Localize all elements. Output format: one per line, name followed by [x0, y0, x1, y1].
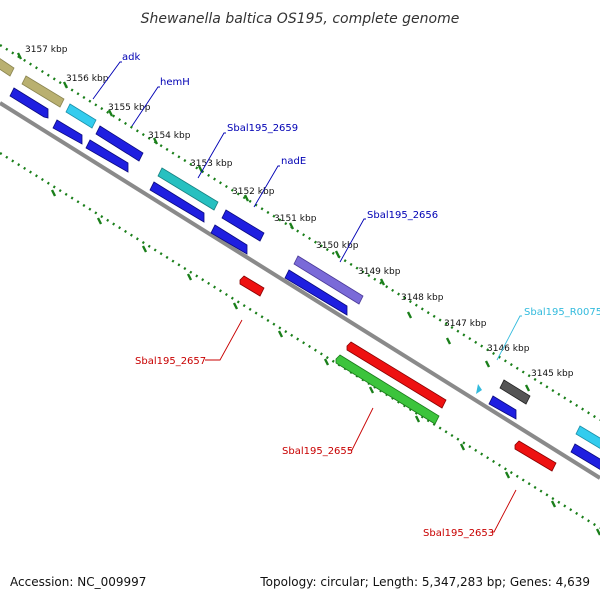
map-title: Shewanella baltica OS195, complete genom…	[141, 11, 460, 27]
gene-label-sbal195-2655[interactable]: Sbal195_2655	[282, 446, 353, 457]
gene-sbal195-2655-feature[interactable]	[335, 354, 440, 425]
gene-label-sbal195-2659[interactable]: Sbal195_2659	[227, 123, 298, 134]
gene-label-hemH[interactable]: hemH	[160, 77, 190, 88]
gene-label-sbal195-r0075[interactable]: Sbal195_R0075	[524, 307, 600, 318]
ruler-label: 3150 kbp	[316, 241, 359, 251]
ruler-label: 3153 kbp	[190, 159, 233, 169]
gene-labels: adk hemH Sbal195_2659 nadE Sbal195_2656 …	[122, 52, 600, 539]
gene-label-sbal195-2653[interactable]: Sbal195_2653	[423, 528, 494, 539]
gene-label-nadE[interactable]: nadE	[281, 156, 306, 167]
leader-sbal195-2655	[348, 407, 374, 451]
gene-label-adk[interactable]: adk	[122, 52, 140, 63]
forward-features-outer	[0, 52, 600, 452]
gene-feature[interactable]	[284, 269, 348, 316]
ruler-label: 3157 kbp	[25, 45, 68, 55]
ruler-ticks-inner	[50, 189, 600, 536]
gene-feature[interactable]	[9, 87, 49, 119]
gene-feature[interactable]	[52, 119, 83, 145]
leader-nadE	[253, 165, 280, 208]
leader-sbal195-2659	[197, 132, 226, 179]
gene-feature[interactable]	[488, 395, 517, 420]
ruler-label: 3152 kbp	[232, 187, 275, 197]
gene-label-sbal195-2657[interactable]: Sbal195_2657	[135, 356, 206, 367]
ruler-label: 3155 kbp	[108, 103, 151, 113]
reverse-features	[239, 275, 557, 472]
ruler-labels: 3157 kbp 3156 kbp 3155 kbp 3154 kbp 3153…	[25, 45, 574, 379]
gene-feature[interactable]	[499, 379, 531, 405]
ruler-ticks-outer	[16, 52, 531, 392]
gene-sbal195-2653-feature-upper[interactable]	[346, 341, 447, 409]
leader-sbal195-r0075	[496, 315, 522, 361]
leader-sbal195-2653	[492, 489, 517, 533]
gene-nadE-feature[interactable]	[221, 209, 265, 242]
forward-features-inner	[9, 87, 600, 473]
ruler-label: 3156 kbp	[66, 74, 109, 84]
gene-sbal195-r0075-feature	[476, 384, 482, 394]
leader-sbal195-2656	[339, 218, 366, 263]
leader-hemH	[131, 86, 160, 127]
genome-summary: Topology: circular; Length: 5,347,283 bp…	[260, 575, 590, 589]
accession-label: Accession: NC_009997	[10, 575, 147, 589]
gene-hemH-feature[interactable]	[95, 125, 144, 162]
gene-feature[interactable]	[575, 425, 600, 452]
ruler-label: 3146 kbp	[487, 344, 530, 354]
ruler-label: 3154 kbp	[148, 131, 191, 141]
ruler-label: 3148 kbp	[401, 293, 444, 303]
gene-feature[interactable]	[210, 224, 248, 255]
gene-label-sbal195-2656[interactable]: Sbal195_2656	[367, 210, 438, 221]
gene-feature[interactable]	[0, 52, 15, 77]
gene-feature[interactable]	[149, 181, 205, 223]
gene-sbal195-2657-feature[interactable]	[239, 275, 265, 297]
gene-feature[interactable]	[21, 75, 65, 108]
label-leaders	[92, 61, 522, 533]
leader-adk	[92, 61, 122, 100]
ruler-label: 3151 kbp	[274, 214, 317, 224]
gene-adk-feature[interactable]	[65, 103, 97, 129]
ruler-track-outer	[0, 43, 600, 422]
genome-backbone	[0, 101, 600, 480]
leader-sbal195-2657	[205, 319, 243, 361]
gene-sbal195-2659-feature[interactable]	[157, 167, 219, 211]
gene-feature[interactable]	[85, 139, 129, 173]
ruler-label: 3145 kbp	[531, 369, 574, 379]
ruler-label: 3149 kbp	[358, 267, 401, 277]
gene-feature[interactable]	[570, 443, 600, 473]
gene-sbal195-2653-feature[interactable]	[514, 440, 557, 472]
ruler-label: 3147 kbp	[444, 319, 487, 329]
gene-sbal195-2656-feature[interactable]	[293, 255, 364, 305]
ruler-track-inner	[0, 151, 600, 530]
